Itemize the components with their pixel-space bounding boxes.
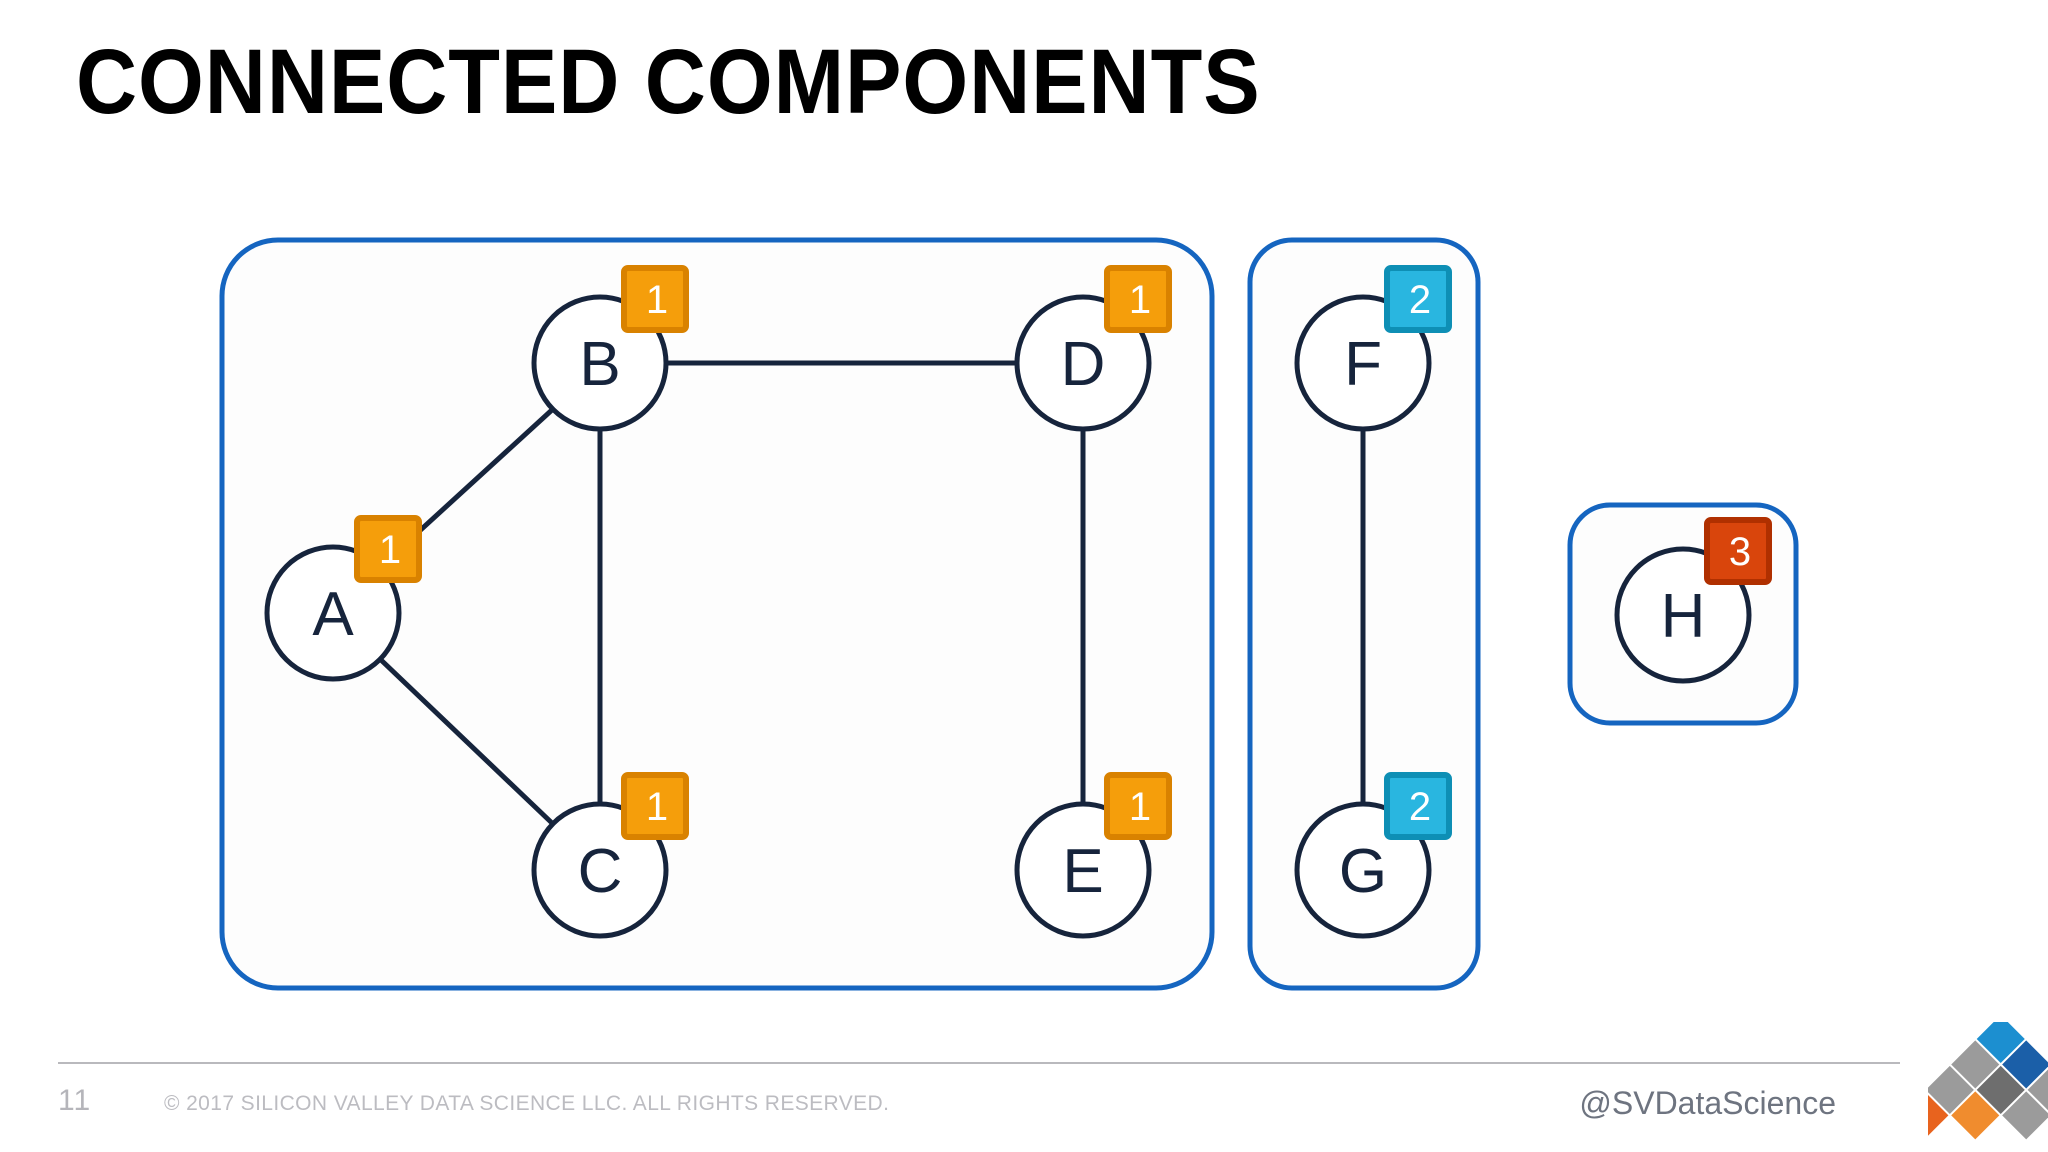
component-group-1 xyxy=(219,237,1215,991)
node-d-label: D xyxy=(1061,330,1106,399)
badge-a-value: 1 xyxy=(379,528,401,572)
page-title: CONNECTED COMPONENTS xyxy=(76,31,1261,133)
page-number: 11 xyxy=(58,1084,92,1117)
badge-d-box xyxy=(1104,265,1172,333)
badge-b: 1 xyxy=(621,265,689,333)
badge-a: 1 xyxy=(354,515,422,583)
badge-d-value: 1 xyxy=(1129,278,1151,322)
node-b-label: B xyxy=(579,330,620,399)
footer-divider xyxy=(58,1062,1900,1064)
badge-f-box xyxy=(1384,265,1452,333)
node-a-label: A xyxy=(312,580,354,649)
graph-nodes: A 1 B 1 C 1 xyxy=(264,265,1772,939)
badge-e-value: 1 xyxy=(1129,785,1151,829)
graph-edges xyxy=(378,360,1366,826)
badge-a-box xyxy=(354,515,422,583)
node-f-label: F xyxy=(1344,330,1382,399)
badge-g-box xyxy=(1384,772,1452,840)
node-e-label: E xyxy=(1062,837,1103,906)
badge-h: 3 xyxy=(1704,517,1772,585)
copyright-notice: © 2017 SILICON VALLEY DATA SCIENCE LLC. … xyxy=(164,1092,890,1115)
badge-c-value: 1 xyxy=(646,785,668,829)
badge-h-value: 3 xyxy=(1729,530,1751,574)
badge-h-box xyxy=(1704,517,1772,585)
badge-f-value: 2 xyxy=(1409,278,1431,322)
badge-e-box xyxy=(1104,772,1172,840)
badge-f: 2 xyxy=(1384,265,1452,333)
edge-a-c xyxy=(378,657,555,826)
badge-g-value: 2 xyxy=(1409,785,1431,829)
badge-g: 2 xyxy=(1384,772,1452,840)
svds-diamond-logo xyxy=(1928,1022,2048,1140)
badge-c: 1 xyxy=(621,772,689,840)
component-boundary-1 xyxy=(219,237,1215,991)
badge-e: 1 xyxy=(1104,772,1172,840)
badge-c-box xyxy=(621,772,689,840)
twitter-handle: @SVDataScience xyxy=(1579,1085,1836,1121)
badge-b-box xyxy=(621,265,689,333)
node-g-label: G xyxy=(1339,837,1387,906)
badge-d: 1 xyxy=(1104,265,1172,333)
badge-b-value: 1 xyxy=(646,278,668,322)
node-c-label: C xyxy=(578,837,623,906)
node-h-label: H xyxy=(1661,582,1706,651)
